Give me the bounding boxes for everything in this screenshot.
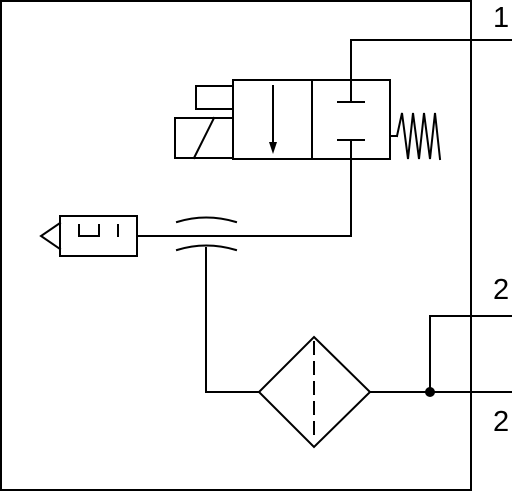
port-1-line [350, 39, 512, 97]
exhaust-line [136, 158, 352, 237]
flow-restrictor-icon [175, 216, 238, 252]
boundary-box [0, 0, 472, 491]
return-spring [389, 112, 442, 161]
junction-dot [425, 387, 435, 397]
solenoid-valve [174, 79, 391, 160]
filter-icon [257, 335, 372, 449]
port-1-label: 1 [493, 2, 509, 34]
silencer-icon [39, 215, 138, 257]
output-line [369, 315, 512, 397]
port-2-upper-label: 2 [493, 274, 509, 306]
supply-line [205, 247, 260, 393]
manual-override-icon [195, 85, 234, 110]
blocked-port-icon [337, 95, 365, 160]
solenoid-coil-icon [174, 116, 234, 160]
flow-arrow-icon [269, 85, 277, 154]
port-2-lower-label: 2 [493, 406, 509, 438]
